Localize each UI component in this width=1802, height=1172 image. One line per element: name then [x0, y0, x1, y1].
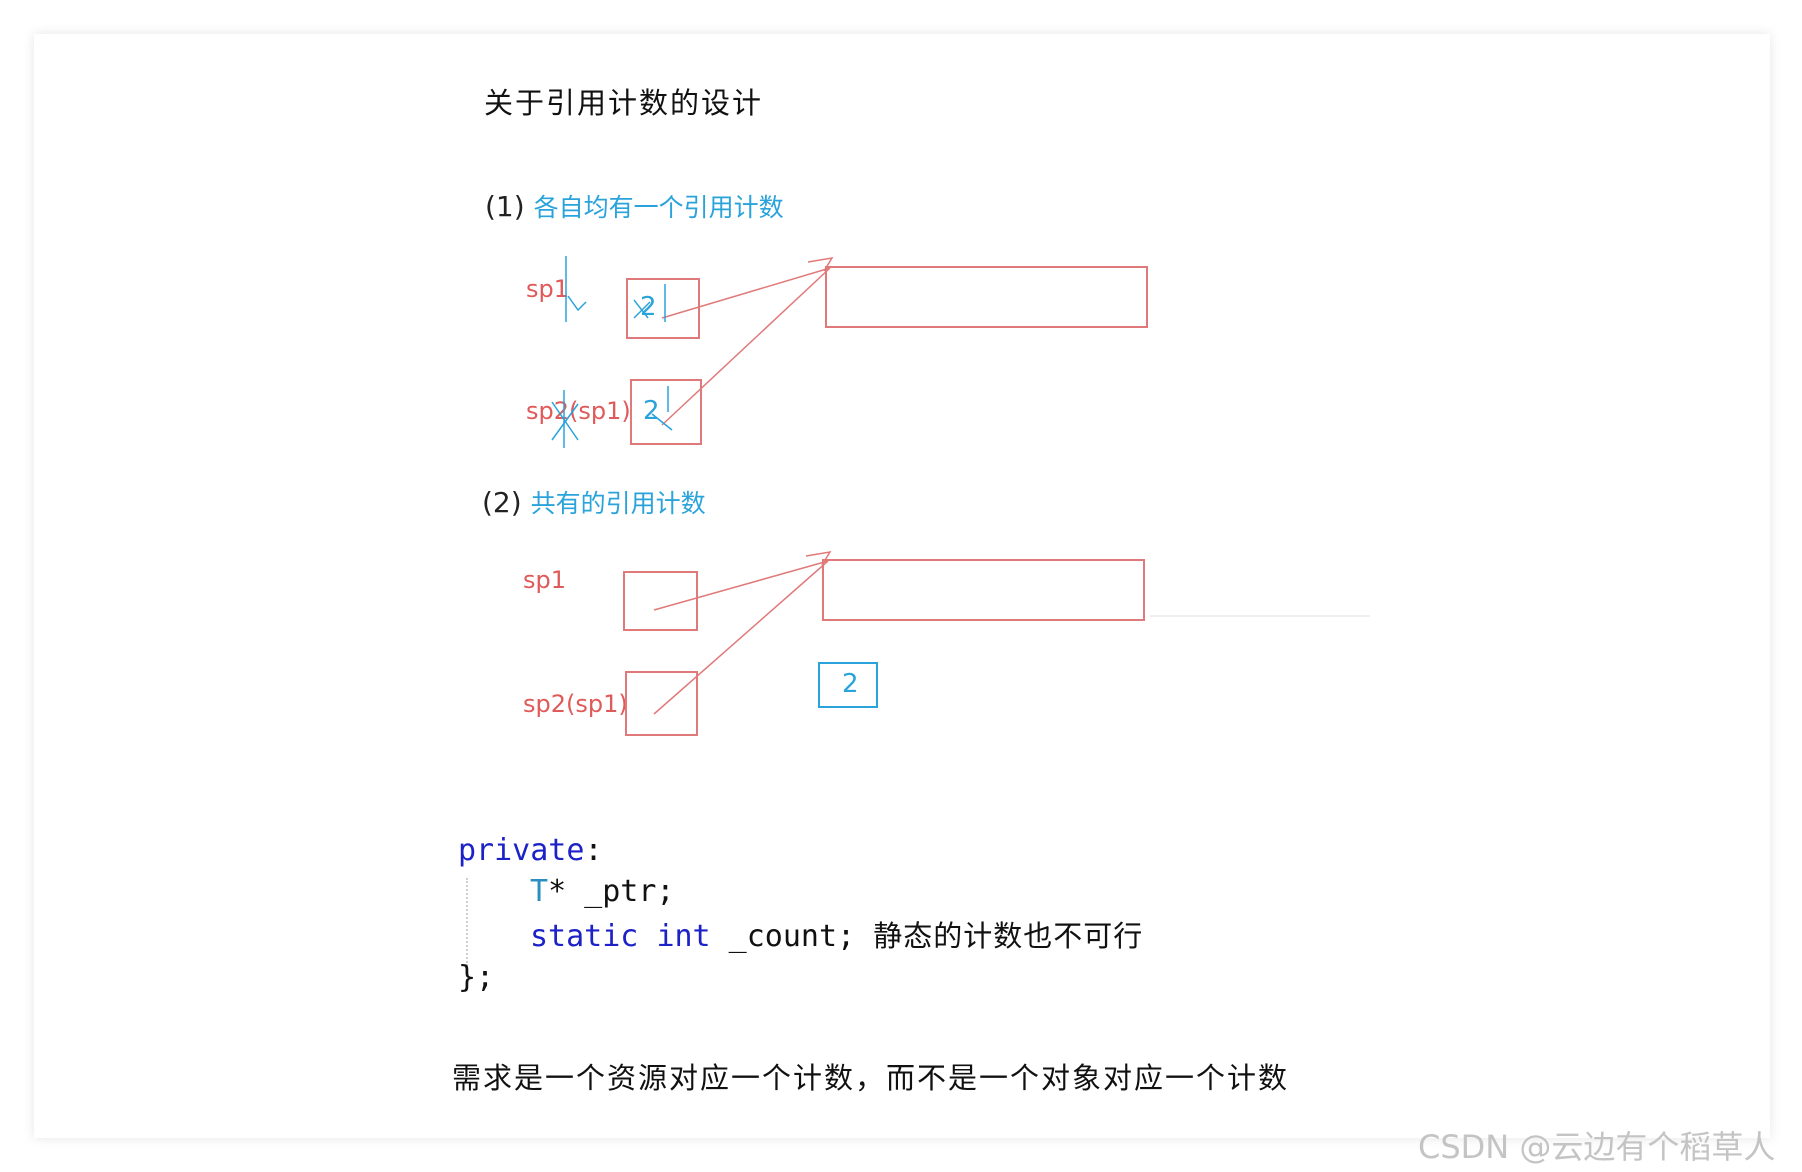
code-line-2: T* _ptr; [458, 871, 1143, 912]
page-title: 关于引用计数的设计 [484, 86, 764, 120]
s1-resource-box [825, 266, 1148, 328]
code-ptr: * _ptr; [548, 874, 675, 909]
s2-arrow-sp1 [653, 560, 829, 611]
section2-number: (2) [482, 486, 522, 519]
s2-arrowhead [805, 550, 832, 566]
s1-mark-sp1-hook [567, 295, 587, 312]
s2-arrow-sp2 [653, 560, 829, 715]
s2-resource-box [822, 559, 1145, 621]
s2-sp2-box [625, 671, 698, 736]
s2-label-sp2: sp2(sp1) [523, 690, 628, 718]
s1-count-sp2: 2 [643, 396, 660, 426]
s1-mark-count1-cross [633, 299, 651, 319]
s1-sp1-count-box [626, 278, 700, 339]
s2-shared-count-box [818, 662, 878, 708]
s1-arrowhead [807, 256, 834, 272]
watermark: CSDN @云边有个稻草人 [1418, 1128, 1776, 1166]
code-block: private: T* _ptr; static int _count; 静态的… [458, 830, 1143, 998]
type-t: T [530, 874, 549, 909]
keyword-private: private [458, 833, 585, 868]
summary-text: 需求是一个资源对应一个计数，而不是一个对象对应一个计数 [452, 1061, 1290, 1095]
keyword-static: static [530, 919, 639, 954]
s1-mark-count2-slash [651, 413, 673, 431]
section2-header: (2) 共有的引用计数 [482, 484, 706, 520]
section1-header: (1) 各自均有一个引用计数 [485, 188, 784, 224]
diagram-card [34, 34, 1770, 1138]
s1-arrow-sp1 [661, 267, 831, 319]
code-note: 静态的计数也不可行 [873, 919, 1144, 953]
keyword-int: int [656, 919, 711, 954]
s1-label-sp1: sp1 [526, 275, 570, 303]
s1-mark-sp2-cross [551, 401, 579, 441]
s2-shared-count: 2 [842, 669, 859, 699]
section1-heading: 各自均有一个引用计数 [533, 193, 784, 222]
section1-number: (1) [485, 190, 525, 223]
code-line-3: static int _count; 静态的计数也不可行 [458, 916, 1143, 957]
code-line-1: private: [458, 830, 1143, 871]
s1-arrow-sp2 [661, 267, 831, 426]
s1-count-sp1: 2 [640, 292, 657, 322]
s1-sp2-count-box [630, 379, 702, 445]
code-colon: : [584, 833, 603, 868]
section2-heading: 共有的引用计数 [530, 489, 706, 518]
s2-sp1-box [623, 571, 698, 631]
code-line-4: }; [458, 960, 495, 995]
s1-label-sp2: sp2(sp1) [526, 397, 631, 425]
indent-guide [466, 878, 468, 966]
s2-label-sp1: sp1 [523, 566, 567, 594]
code-count: _count; [710, 919, 856, 954]
